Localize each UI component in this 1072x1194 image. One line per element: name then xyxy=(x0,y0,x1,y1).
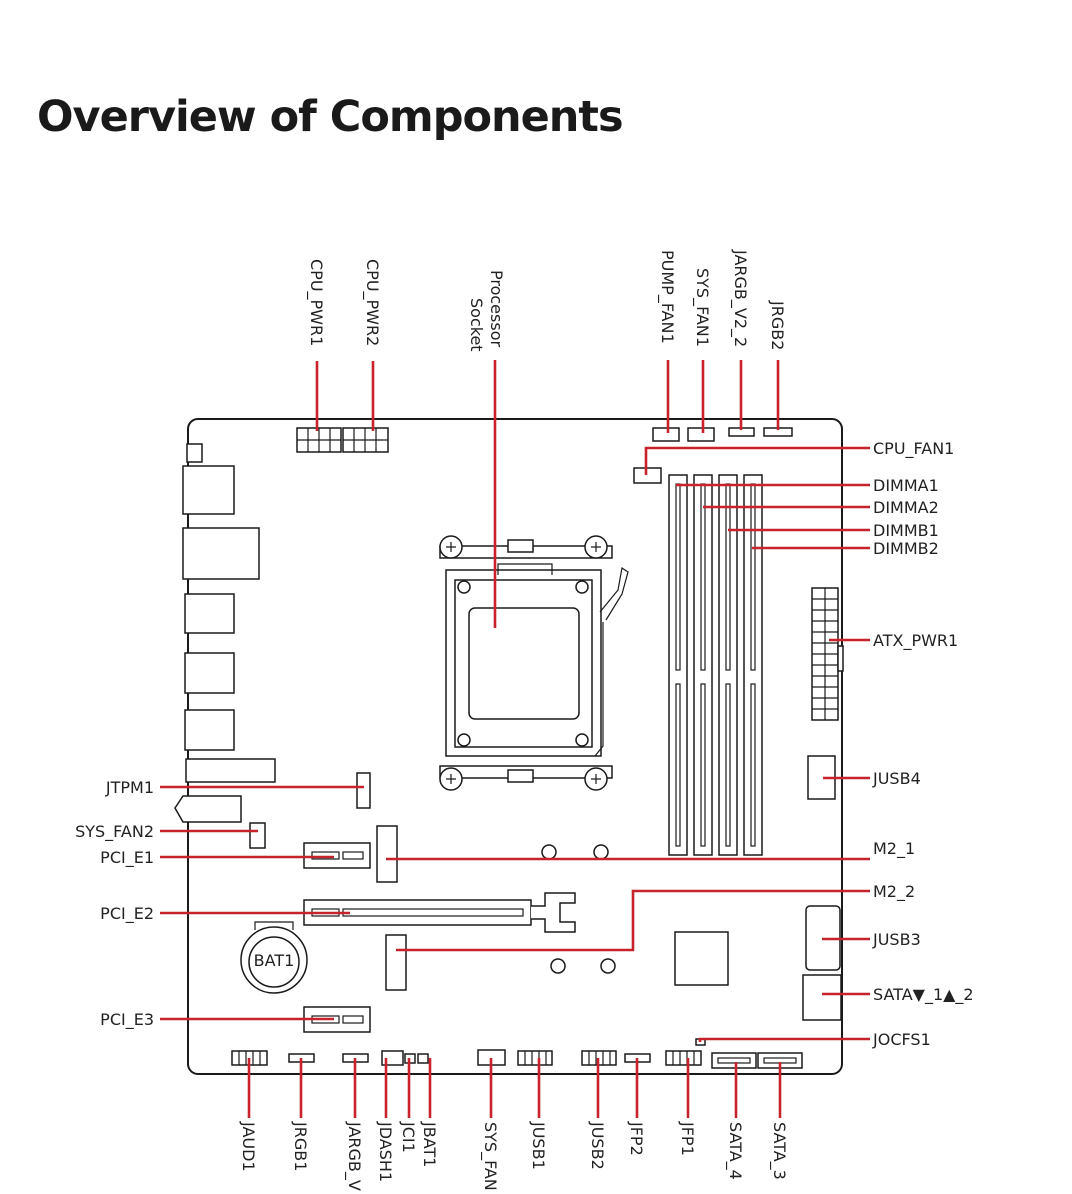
processor-socket xyxy=(439,535,629,791)
label-jrgb1: JRGB1 xyxy=(291,1121,310,1171)
label-pci-e3: PCI_E3 xyxy=(100,1010,154,1030)
battery-label: BAT1 xyxy=(254,951,295,970)
label-jaud1: JAUD1 xyxy=(239,1121,258,1172)
leader-lines xyxy=(160,360,870,1118)
label-jfp2: JFP2 xyxy=(627,1121,646,1156)
label-processor-socket-line1: Processor xyxy=(487,270,506,347)
label-cpu-pwr2: CPU_PWR2 xyxy=(362,259,382,346)
label-pci-e2: PCI_E2 xyxy=(100,904,154,924)
label-atx-pwr1: ATX_PWR1 xyxy=(873,631,958,651)
battery: BAT1 xyxy=(240,921,308,994)
label-jfp1: JFP1 xyxy=(678,1121,697,1156)
label-m2-2: M2_2 xyxy=(873,882,915,902)
label-dimma2: DIMMA2 xyxy=(873,498,939,517)
m2-1-slot xyxy=(376,825,398,883)
chipset xyxy=(674,931,729,986)
label-jusb4: JUSB4 xyxy=(872,769,921,788)
rear-io-ports xyxy=(174,443,276,823)
sys-fan2-header xyxy=(249,822,266,849)
label-jrgb2: JRGB2 xyxy=(768,300,787,350)
label-sata-4: SATA_4 xyxy=(725,1122,745,1180)
page-title: Overview of Components xyxy=(37,92,624,142)
label-pci-e1: PCI_E1 xyxy=(100,848,154,868)
label-cpu-pwr1: CPU_PWR1 xyxy=(306,259,326,346)
label-sata-1-2: SATA▼_1▲_2 xyxy=(873,985,974,1005)
label-cpu-fan1: CPU_FAN1 xyxy=(873,439,954,459)
atx-power-connector xyxy=(811,587,844,721)
label-dimmb1: DIMMB1 xyxy=(873,521,939,540)
cpu-pwr-connectors xyxy=(296,427,389,453)
label-processor-socket-line2: Socket xyxy=(467,298,486,352)
label-sata-3: SATA_3 xyxy=(769,1122,789,1180)
label-jbat1: JBAT1 xyxy=(420,1121,439,1167)
label-dimmb2: DIMMB2 xyxy=(873,539,939,558)
label-jusb3: JUSB3 xyxy=(872,930,921,949)
dimm-slots xyxy=(668,474,763,856)
label-sys-fan: SYS_FAN xyxy=(480,1122,500,1191)
jusb4-header xyxy=(807,755,836,800)
label-jargb-v: JARGB_V xyxy=(344,1121,364,1191)
label-jci1: JCI1 xyxy=(399,1121,418,1153)
top-fan-headers xyxy=(633,427,793,484)
label-jdash1: JDASH1 xyxy=(376,1121,395,1182)
label-jusb2: JUSB2 xyxy=(588,1121,607,1170)
m2-2-slot xyxy=(385,934,407,991)
label-sys-fan1: SYS_FAN1 xyxy=(692,268,712,347)
label-m2-1: M2_1 xyxy=(873,839,915,859)
label-jocfs1: JOCFS1 xyxy=(872,1030,931,1049)
label-sys-fan2: SYS_FAN2 xyxy=(75,822,154,842)
label-dimma1: DIMMA1 xyxy=(873,476,939,495)
jtpm1-header xyxy=(356,772,371,809)
sata-1-2-port xyxy=(802,974,842,1021)
label-pump-fan1: PUMP_FAN1 xyxy=(657,250,677,344)
label-jargb-v2-2: JARGB_V2_2 xyxy=(730,249,750,347)
label-jtpm1: JTPM1 xyxy=(105,778,154,797)
label-jusb1: JUSB1 xyxy=(529,1121,548,1170)
